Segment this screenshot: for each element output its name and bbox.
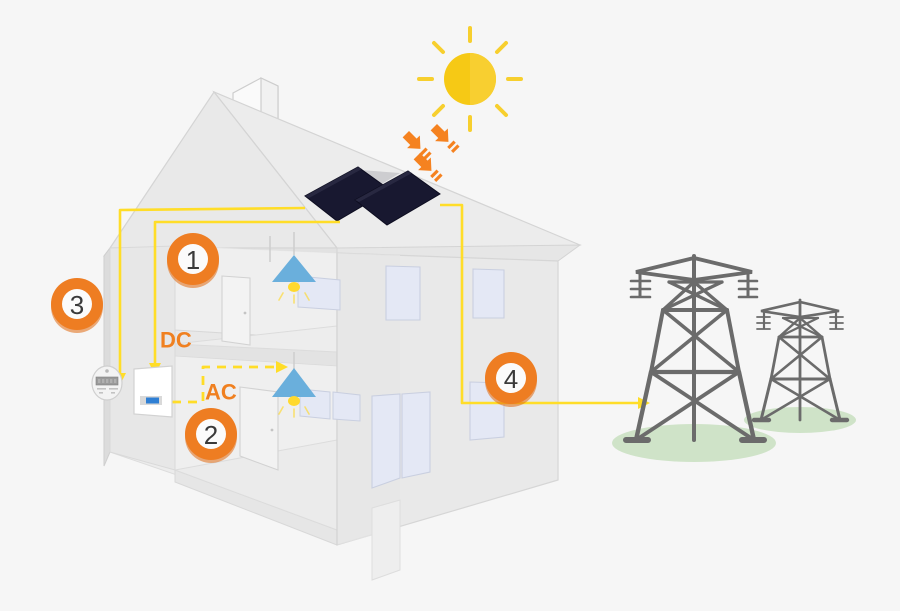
inverter-display-lit [146, 397, 159, 404]
sun-rays-icon [417, 26, 523, 132]
callout-badge-3[interactable]: 3 [51, 278, 103, 333]
sun-disc-highlight [470, 53, 496, 105]
pendant-lamp-lower [272, 368, 316, 418]
wall-left-edge [103, 246, 111, 467]
house [102, 77, 582, 581]
facade-window-upper-right [472, 268, 505, 319]
pendant-lamp-upper [272, 255, 316, 304]
lamp-bulb-lower-icon [288, 396, 300, 406]
solar-panel-2-sheen [355, 171, 412, 202]
interior-window-lower-b [332, 391, 361, 422]
callout-badge-2-number: 2 [204, 420, 218, 450]
ground-shadow-large [612, 424, 776, 462]
wiring-dc-solid [118, 203, 640, 405]
callout-badge-1-number: 1 [186, 245, 200, 275]
transmission-tower-small [751, 298, 850, 423]
inverter-body [133, 365, 173, 418]
callout-badge-4[interactable]: 4 [485, 352, 537, 407]
solar-panel-array [304, 166, 441, 226]
meter-top-dot-icon [105, 369, 109, 373]
facade-window-upper-left [385, 265, 421, 321]
interior-window-upper [297, 275, 341, 311]
utility-meter [91, 365, 123, 401]
transmission-tower-large [623, 254, 767, 443]
sun-icon [417, 26, 523, 132]
inverter [133, 365, 173, 418]
lamp-shade-lower-icon [272, 368, 316, 397]
lamp-glow-upper-icon [278, 292, 310, 304]
wiring-ac-dashed [172, 365, 277, 404]
callout-badge-4-number: 4 [504, 364, 518, 394]
callout-badge-2[interactable]: 2 [185, 408, 237, 463]
interior-door-upper [221, 275, 251, 346]
solar-irradiance-arrows-icon [402, 124, 460, 182]
arrow-ac-to-load-icon [276, 361, 288, 373]
interior-door-lower [239, 386, 279, 471]
meter-digits-icon [98, 379, 117, 383]
dc-flow-label: DC [160, 328, 192, 353]
facade-lower-panel [371, 499, 401, 581]
solar-panel-1-sheen [305, 167, 362, 198]
patio-door-left [371, 393, 401, 489]
lamp-shade-upper-icon [272, 255, 316, 282]
lamp-bulb-upper-icon [288, 282, 300, 292]
callout-badge-3-number: 3 [70, 290, 84, 320]
callout-badge-1[interactable]: 1 [167, 233, 219, 288]
patio-door-right [401, 391, 431, 479]
lamp-glow-lower-icon [278, 406, 310, 418]
meter-labels-icon [97, 388, 118, 394]
ac-flow-label: AC [205, 380, 237, 405]
